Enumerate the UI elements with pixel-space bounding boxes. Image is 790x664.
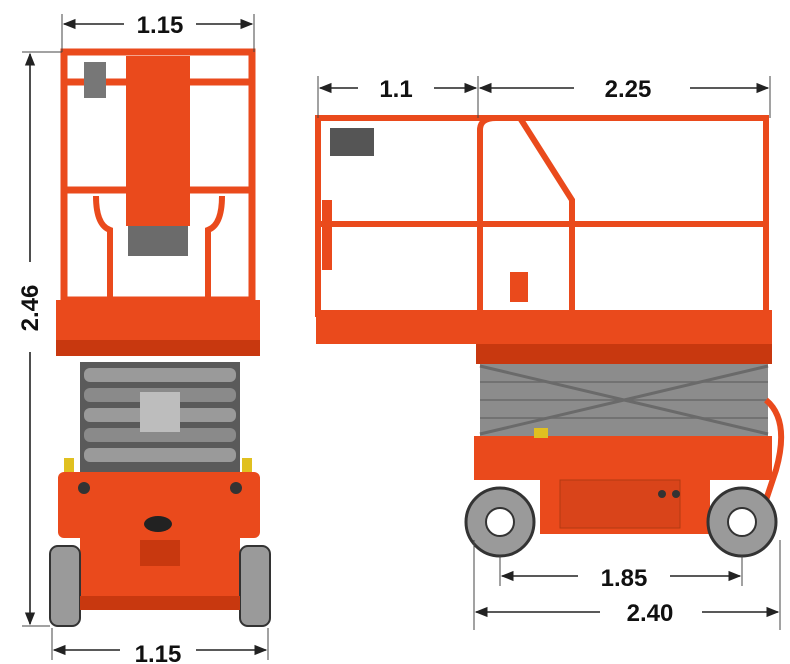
front-right-wheel	[239, 545, 271, 627]
front-mast-panel	[126, 56, 190, 226]
side-platform-length-label: 2.25	[605, 76, 652, 103]
front-top-width-label: 1.15	[137, 12, 184, 39]
dim-side-wheelbase: 1.85	[499, 556, 743, 592]
side-platform-deck	[316, 310, 772, 344]
side-scissor-stack	[479, 364, 769, 436]
front-view	[49, 48, 271, 627]
front-chassis	[58, 472, 260, 538]
dim-front-bottom-width: 1.15	[51, 628, 269, 664]
dim-front-top-width: 1.15	[61, 12, 255, 52]
dim-side-overall-length: 2.40	[473, 540, 781, 630]
side-view	[315, 115, 785, 558]
front-control-box	[128, 226, 188, 256]
side-wheelbase-label: 1.85	[601, 565, 648, 592]
front-bottom-width-label: 1.15	[135, 641, 182, 664]
front-left-wheel	[49, 545, 81, 627]
dim-front-height: 2.46	[17, 51, 62, 627]
side-rear-wheel	[464, 486, 536, 558]
dim-side-extension: 1.1	[317, 76, 479, 118]
side-guardrail	[315, 115, 769, 317]
side-front-wheel	[706, 486, 778, 558]
side-extension-label: 1.1	[379, 76, 412, 103]
dim-side-platform-length: 2.25	[478, 76, 771, 118]
front-height-label: 2.46	[17, 285, 44, 332]
front-scissor-stack	[80, 362, 240, 474]
side-control-box	[330, 128, 374, 156]
side-overall-length-label: 2.40	[627, 600, 674, 627]
